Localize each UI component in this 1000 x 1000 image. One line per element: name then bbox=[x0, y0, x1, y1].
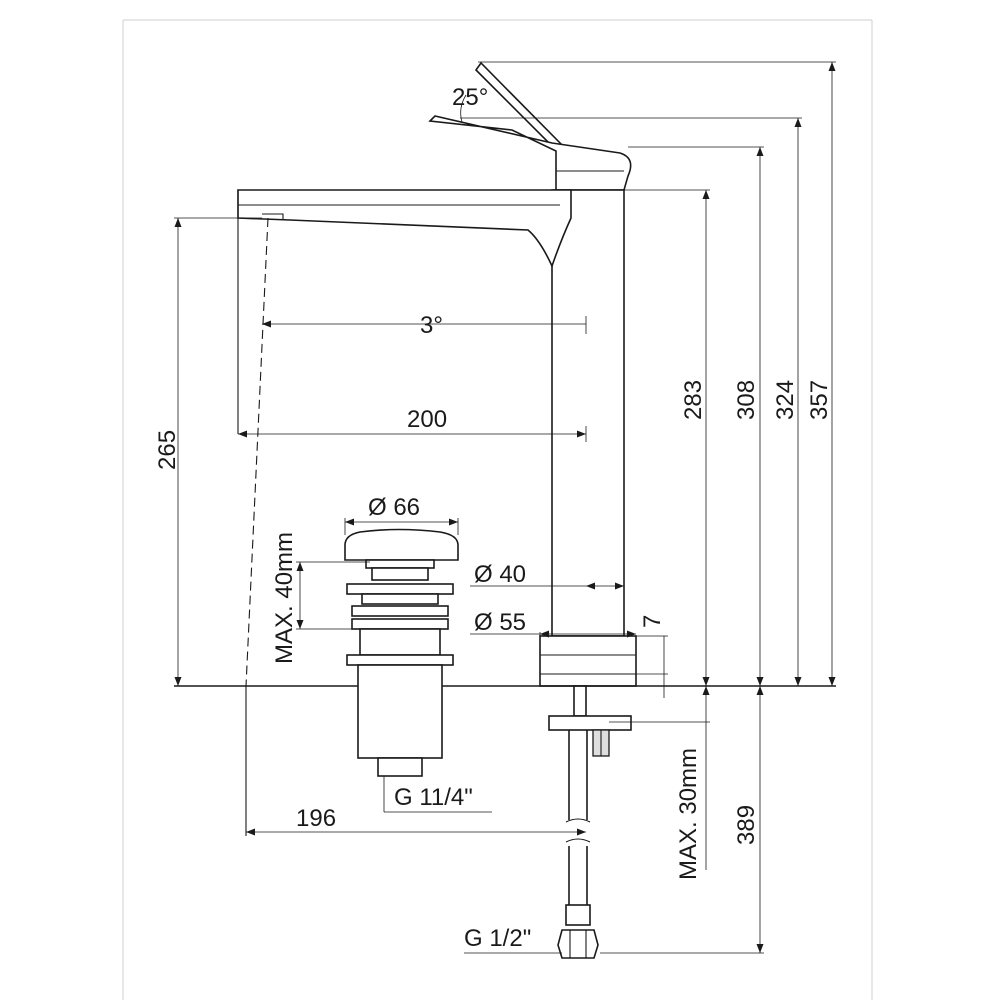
waste-drain bbox=[344, 528, 459, 777]
page-frame bbox=[122, 19, 873, 1000]
dimension-labels: 25° 3° 200 265 283 308 324 357 Ø 66 Ø 40… bbox=[154, 84, 833, 952]
waste-body bbox=[357, 664, 443, 759]
fixing-stud bbox=[573, 685, 587, 717]
waste-cap bbox=[344, 528, 459, 561]
label-spout-projection: 196 bbox=[296, 805, 336, 832]
label-base-thickness: 7 bbox=[639, 615, 666, 628]
label-max-deck-mixer: MAX. 30mm bbox=[675, 748, 702, 880]
hose-nut bbox=[557, 929, 599, 959]
label-hose-length: 389 bbox=[733, 805, 760, 845]
flexible-hose bbox=[557, 730, 599, 959]
label-spout-height: 283 bbox=[680, 380, 707, 420]
fixing-plate bbox=[548, 715, 632, 731]
label-waste-diameter: Ø 66 bbox=[368, 494, 420, 521]
waste-tail bbox=[377, 757, 423, 777]
waste-locknut bbox=[346, 654, 454, 666]
mixer-body bbox=[237, 61, 637, 959]
label-base-diameter: Ø 55 bbox=[474, 609, 526, 636]
extension-lines bbox=[174, 61, 836, 954]
label-lever-angle: 25° bbox=[452, 84, 488, 111]
label-hose-thread: G 1/2" bbox=[464, 925, 531, 952]
label-spout-reach: 200 bbox=[407, 406, 447, 433]
angle-arc-25 bbox=[460, 94, 467, 123]
spout bbox=[237, 189, 572, 269]
label-waste-thread: G 11/4" bbox=[394, 784, 473, 811]
lever-raised bbox=[474, 61, 567, 151]
dimension-lines bbox=[174, 62, 836, 954]
label-max-height: 357 bbox=[806, 380, 833, 420]
label-lever-top-height: 324 bbox=[772, 380, 799, 420]
label-spout-tilt: 3° bbox=[420, 312, 443, 339]
label-waste-neck-diameter: Ø 40 bbox=[474, 561, 526, 588]
waste-flange bbox=[346, 583, 454, 595]
base-ring bbox=[539, 635, 637, 687]
label-body-height: 308 bbox=[733, 380, 760, 420]
lever-rest bbox=[428, 115, 632, 191]
label-aerator-height: 265 bbox=[154, 430, 181, 470]
body-column bbox=[551, 189, 625, 637]
label-max-deck-waste: MAX. 40mm bbox=[271, 532, 298, 664]
